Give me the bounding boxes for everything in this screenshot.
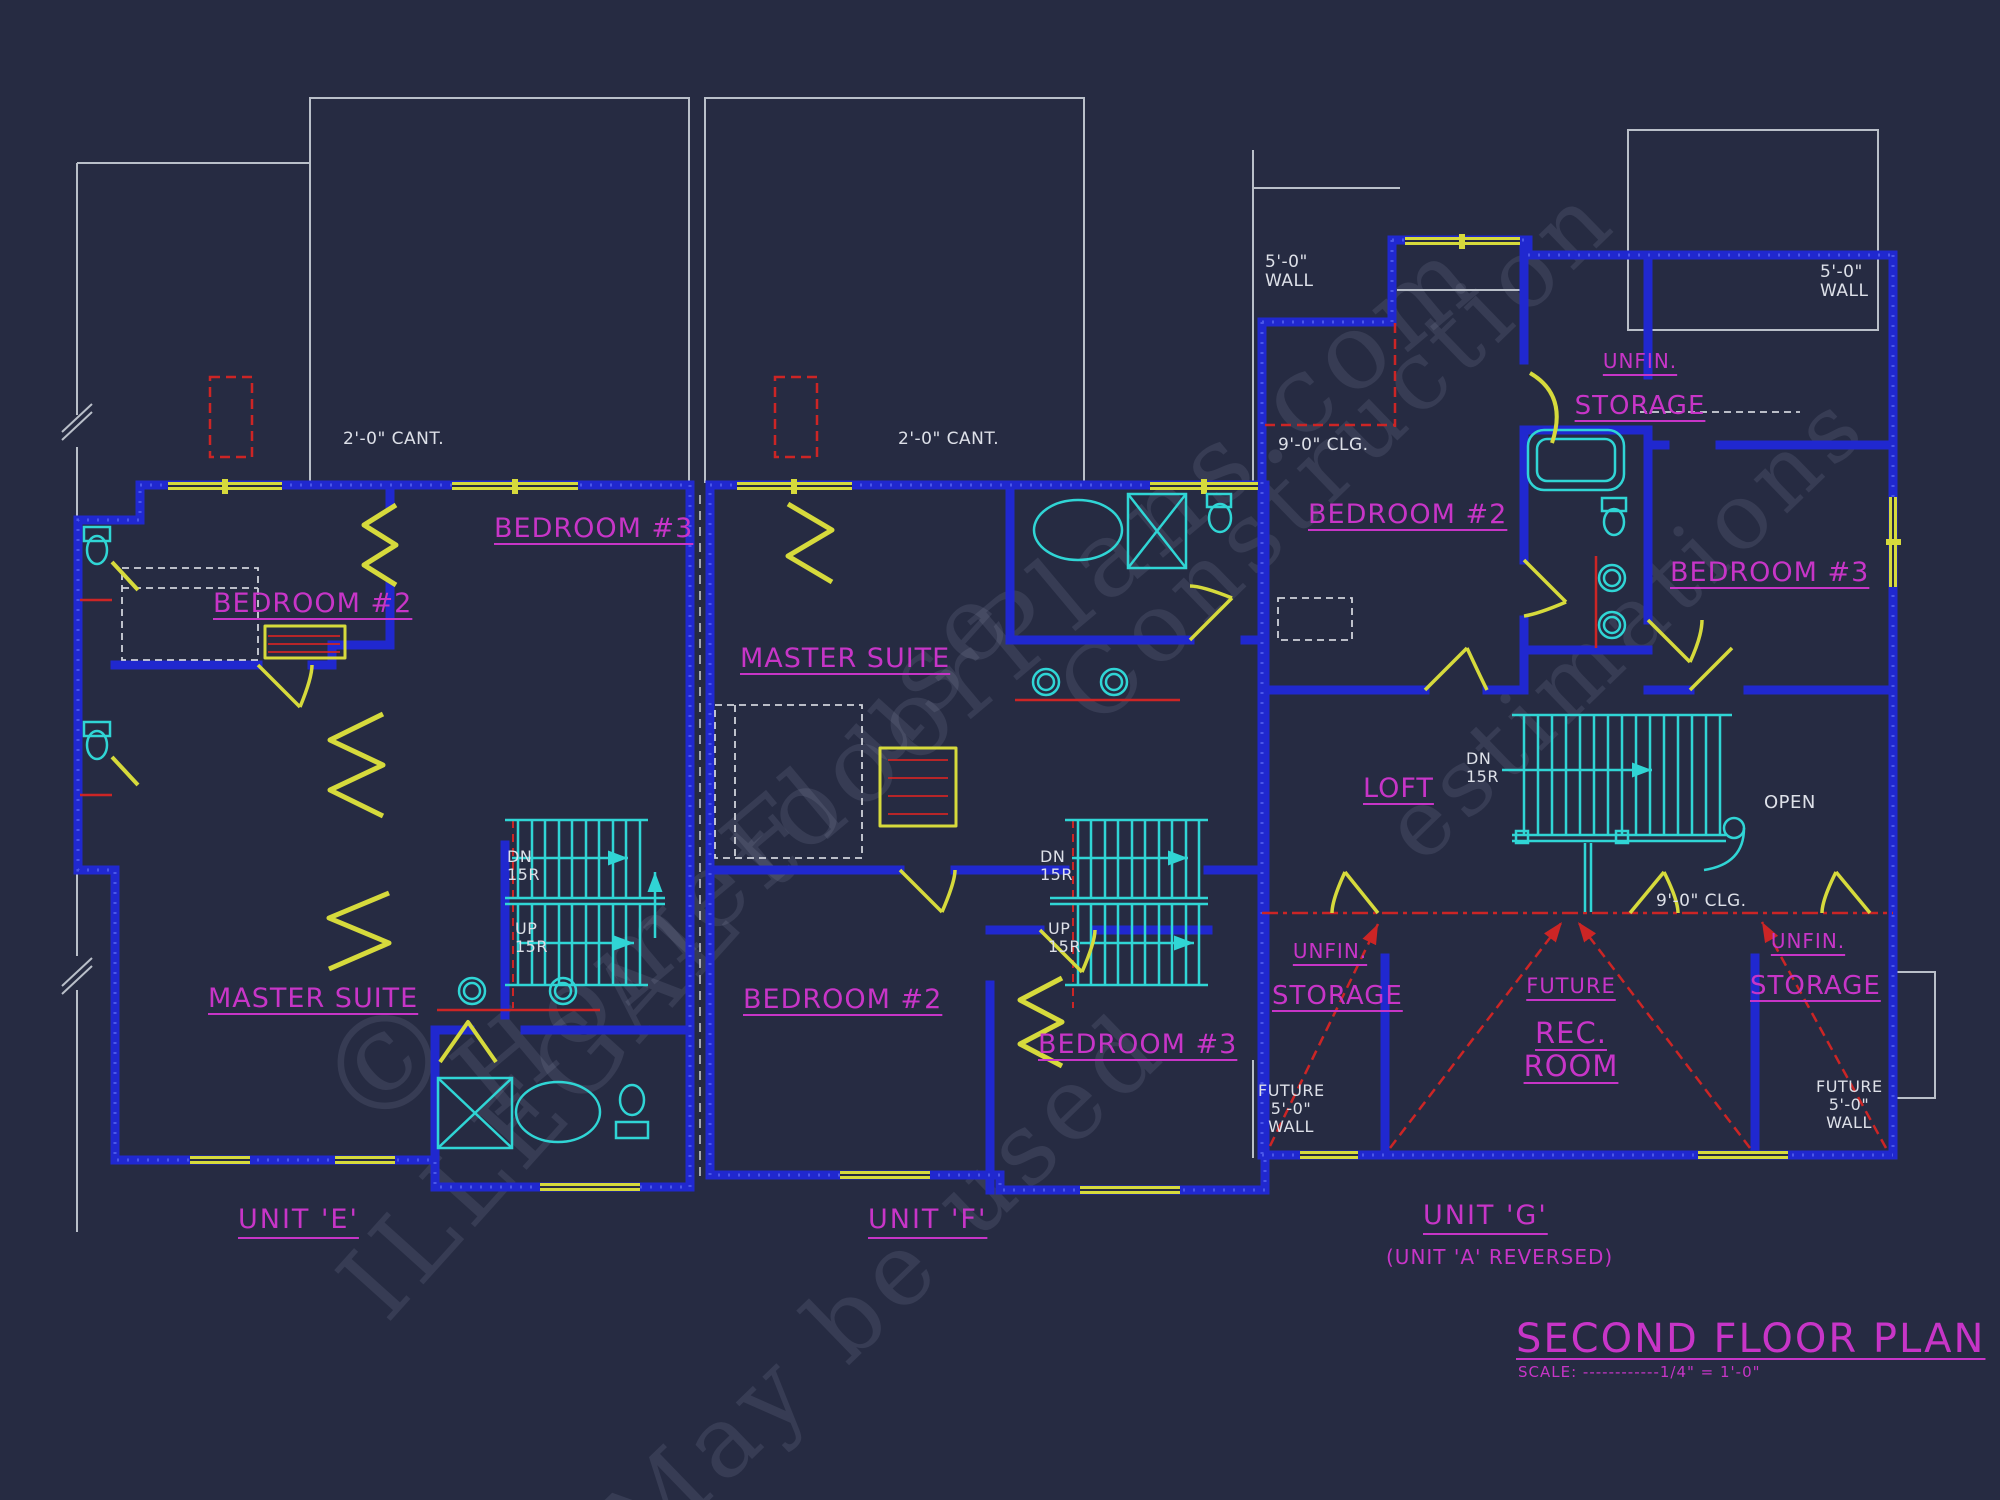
unit-e-stairs-up-note: UP 15R bbox=[515, 919, 548, 956]
unit-g-stairs-dn-note: DN 15R bbox=[1466, 749, 1499, 786]
rec-room-line2: REC. ROOM bbox=[1523, 1015, 1619, 1084]
unit-g-future-wall-left-note: FUTURE 5'-0" WALL bbox=[1258, 1081, 1325, 1136]
unit-g-wall-hatch bbox=[1260, 238, 1895, 1157]
closet-shelving bbox=[121, 411, 1800, 859]
unit-f-title: UNIT 'F' bbox=[868, 1204, 988, 1235]
unit-f-stairs-up-note: UP 15R bbox=[1048, 919, 1081, 956]
unit-g-future-wall-right-note: FUTURE 5'-0" WALL bbox=[1816, 1077, 1883, 1132]
unit-e-master-suite-label: MASTER SUITE bbox=[208, 983, 419, 1014]
unit-g-storage-bottom-left-label: UNFIN. STORAGE bbox=[1272, 922, 1403, 1030]
unit-f-cantilever-note: 2'-0" CANT. bbox=[898, 429, 1000, 449]
unit-e-wall-hatch bbox=[76, 483, 692, 1189]
unit-e-stairs-dn-note: DN 15R bbox=[507, 847, 540, 884]
unit-g-loft-label: LOFT bbox=[1363, 773, 1434, 804]
windows bbox=[168, 234, 1901, 1194]
unit-e-title: UNIT 'E' bbox=[238, 1204, 359, 1235]
storage-top-line2: STORAGE bbox=[1574, 390, 1706, 421]
unit-f-bedroom2-label: BEDROOM #2 bbox=[743, 984, 943, 1015]
unit-g-bedroom2-label: BEDROOM #2 bbox=[1308, 499, 1508, 530]
sheet-scale: SCALE: ------------1/4" = 1'-0" bbox=[1518, 1363, 1761, 1381]
storage-br-line2: STORAGE bbox=[1750, 970, 1881, 1001]
unit-f-bedroom3-label: BEDROOM #3 bbox=[1038, 1029, 1238, 1060]
unit-e-bedroom3-label: BEDROOM #3 bbox=[494, 513, 694, 544]
attic-and-ceiling-break-lines bbox=[80, 323, 1893, 1149]
unit-g-rec-room-label: FUTURE REC. ROOM bbox=[1488, 956, 1654, 1102]
rec-room-line1: FUTURE bbox=[1526, 974, 1616, 999]
unit-g-wall5-right-note: 5'-0" WALL bbox=[1820, 262, 1869, 302]
unit-f-walls bbox=[705, 480, 1270, 1195]
storage-br-line1: UNFIN. bbox=[1770, 929, 1846, 954]
unit-f-wall-hatch bbox=[708, 483, 1267, 1192]
unit-e-bedroom2-label: BEDROOM #2 bbox=[213, 588, 413, 619]
unit-g-subtitle: (UNIT 'A' REVERSED) bbox=[1386, 1245, 1614, 1269]
unit-f-master-suite-label: MASTER SUITE bbox=[740, 643, 951, 674]
unit-g-storage-top-label: UNFIN. STORAGE bbox=[1572, 332, 1708, 440]
unit-g-title: UNIT 'G' bbox=[1423, 1200, 1548, 1231]
unit-g-open-note: OPEN bbox=[1764, 792, 1816, 813]
unit-g-clg9-top-note: 9'-0" CLG. bbox=[1278, 435, 1369, 455]
fixtures-and-stairs bbox=[82, 428, 1746, 1150]
party-wall-centerlines bbox=[699, 495, 1260, 1180]
outline-below bbox=[61, 97, 1936, 1232]
unit-g-bedroom3-label: BEDROOM #3 bbox=[1670, 557, 1870, 588]
storage-bl-line2: STORAGE bbox=[1272, 980, 1403, 1011]
unit-g-wall5-left-note: 5'-0" WALL bbox=[1265, 252, 1314, 292]
doors bbox=[110, 371, 1872, 1069]
unit-f-stairs-dn-note: DN 15R bbox=[1040, 847, 1073, 884]
storage-bl-line1: UNFIN. bbox=[1292, 939, 1368, 964]
sheet-title: SECOND FLOOR PLAN bbox=[1516, 1316, 1986, 1362]
unit-e-cantilever-note: 2'-0" CANT. bbox=[343, 429, 445, 449]
unit-g-clg9-bottom-note: 9'-0" CLG. bbox=[1656, 891, 1747, 911]
storage-top-line1: UNFIN. bbox=[1602, 349, 1678, 374]
unit-g-storage-bottom-right-label: UNFIN. STORAGE bbox=[1750, 912, 1881, 1020]
